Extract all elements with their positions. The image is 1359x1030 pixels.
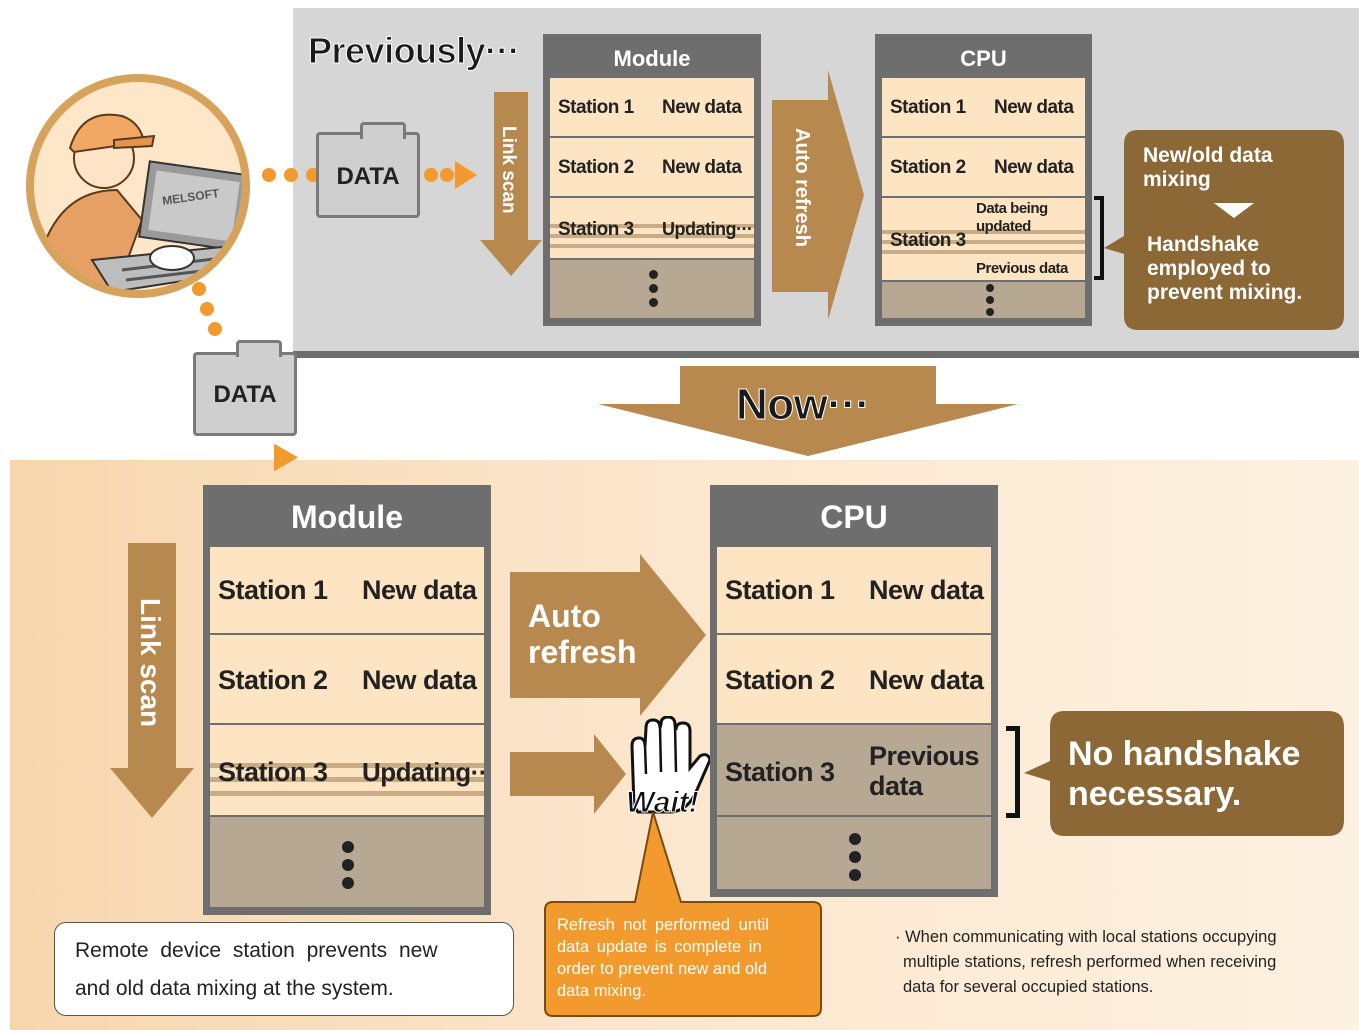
wait-label: Wait! [626,786,700,820]
module-more-rows [550,260,754,318]
flow-dot [440,168,454,182]
handshake-callout: New/old data mixing Handshake employed t… [1104,130,1344,330]
ellipsis-icon [649,270,658,279]
cpu-title: CPU [820,499,888,535]
module-row-station-1: Station 1 New data [550,78,754,138]
link-scan-arrow-icon [480,92,542,278]
module-row-station-3: Station 3 Updating··· [550,198,754,260]
folder-tab [236,340,282,357]
cpu-row-station-3: Station 3 Previous data [717,725,991,817]
module-row-station-2: Station 2 New data [210,635,484,725]
ellipsis-icon [986,296,994,304]
data-folder-icon: DATA [316,132,420,218]
data-folder-icon: DATA [193,352,297,436]
cpu-row-station-1: Station 1 New data [882,78,1085,138]
flow-dot [208,322,222,336]
ellipsis-icon [342,841,354,853]
ellipsis-icon [849,851,861,863]
wait-hand-icon [624,715,714,826]
mixing-bracket [1094,196,1104,280]
cpu-row-station-3: Station 3 Data being updated Previous da… [882,198,1085,282]
ellipsis-icon [849,869,861,881]
no-handshake-callout: No handshake necessary. [1024,711,1344,836]
cpu-title: CPU [960,46,1007,71]
station-3-bracket [1006,726,1020,818]
ellipsis-icon [649,298,658,307]
cpu-more-rows [882,282,1085,318]
previously-cpu-column: CPU Station 1 New data Station 2 New dat… [875,34,1092,326]
now-down-arrow-icon [598,366,1018,456]
auto-refresh-label-2: refresh [528,634,637,670]
previously-module-column: Module Station 1 New data Station 2 New … [543,34,761,326]
refresh-explanation-callout: Refresh not performed until data update … [543,812,823,1018]
now-cpu-column: CPU Station 1 New data Station 2 New dat… [710,485,998,897]
now-heading: Now··· [736,380,871,430]
operator-with-laptop-icon [26,74,250,298]
flow-dot [200,302,214,316]
link-scan-label: Link scan [498,126,519,214]
flow-dot [192,282,206,296]
now-module-column: Module Station 1 New data Station 2 New … [203,485,491,915]
module-more-rows [210,817,484,907]
operator-illustration: MELSOFT [22,70,254,302]
ellipsis-icon [342,877,354,889]
module-row-station-3: Station 3 Updating··· [210,725,484,817]
module-row-station-2: Station 2 New data [550,138,754,198]
ellipsis-icon [342,859,354,871]
cpu-row-station-2: Station 2 New data [717,635,991,725]
ellipsis-icon [849,833,861,845]
auto-refresh-label-1: Auto [528,598,601,634]
cpu-row-station-1: Station 1 New data [717,547,991,635]
module-title: Module [613,46,691,71]
previously-heading: Previously··· [308,30,521,72]
flow-dot [262,168,276,182]
module-title: Module [291,499,403,535]
ellipsis-icon [649,284,658,293]
folder-tab [360,122,406,139]
auto-refresh-label: Auto refresh [791,128,813,247]
link-scan-arrow-icon [110,543,194,818]
auto-refresh-arrow-icon [772,70,864,320]
flow-arrow-icon [455,161,477,189]
remote-station-note: Remote device station prevents new and o… [54,922,514,1016]
footnote: · When communicating with local stations… [895,928,1277,996]
flow-dot [424,168,438,182]
auto-refresh-arrow-icon [510,554,706,716]
ellipsis-icon [986,284,994,292]
cpu-row-station-2: Station 2 New data [882,138,1085,198]
cpu-more-rows [717,817,991,889]
flow-dot [284,168,298,182]
module-row-station-1: Station 1 New data [210,547,484,635]
link-scan-label: Link scan [135,598,166,728]
ellipsis-icon [986,308,994,316]
blocked-refresh-arrow-icon [510,734,626,814]
